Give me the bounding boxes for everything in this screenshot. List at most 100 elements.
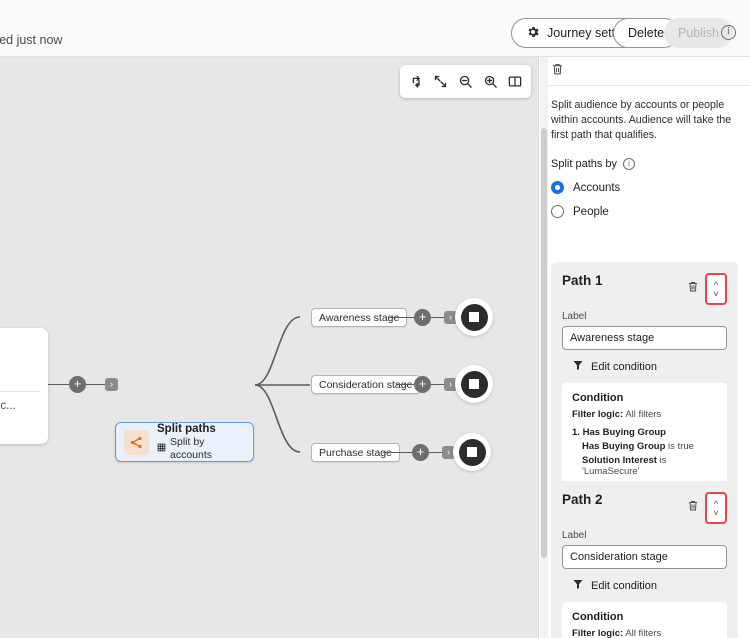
condition-title: Condition bbox=[572, 392, 624, 404]
condition-row-op: is bbox=[668, 441, 675, 452]
chevron-up-icon[interactable]: ^ bbox=[713, 279, 719, 290]
end-node[interactable] bbox=[453, 433, 491, 471]
split-paths-node[interactable]: Split paths Split by accounts bbox=[115, 422, 254, 462]
edit-condition-button[interactable]: Edit condition bbox=[572, 578, 727, 593]
add-step-button[interactable]: + bbox=[69, 376, 86, 393]
condition-box: Condition Filter logic: All filters 1. H… bbox=[562, 602, 727, 638]
stop-icon bbox=[460, 303, 488, 331]
publish-label: Publish bbox=[678, 26, 719, 40]
chevron-right-icon[interactable]: › bbox=[105, 378, 118, 391]
trash-icon[interactable] bbox=[687, 499, 699, 517]
panel-header bbox=[539, 57, 750, 86]
branch-pill-2[interactable]: Consideration stage bbox=[311, 375, 421, 394]
divider bbox=[0, 391, 40, 392]
fit-screen-icon[interactable] bbox=[430, 71, 452, 93]
gear-icon bbox=[526, 25, 540, 42]
filter-icon bbox=[572, 578, 584, 593]
path-label-caption: Label bbox=[562, 311, 587, 322]
path-label-input[interactable] bbox=[562, 545, 727, 569]
minimap-icon[interactable] bbox=[504, 71, 526, 93]
saved-status: aved just now bbox=[0, 33, 63, 47]
condition-row-value: 'LumaSecure' bbox=[582, 466, 640, 477]
reorder-path-control[interactable]: ^ ˅ bbox=[705, 492, 727, 524]
trash-icon[interactable] bbox=[551, 62, 564, 81]
end-node[interactable] bbox=[455, 298, 493, 336]
connector-line bbox=[383, 452, 412, 454]
add-step-button[interactable]: + bbox=[414, 376, 431, 393]
chevron-right-icon[interactable]: › bbox=[442, 446, 455, 459]
add-step-button[interactable]: + bbox=[412, 444, 429, 461]
path-card-header: Path 1 ^ ˅ bbox=[562, 273, 727, 305]
connector-line bbox=[396, 384, 414, 386]
panel-description: Split audience by accounts or people wit… bbox=[551, 99, 732, 142]
partial-card-line2: ent bbox=[0, 369, 40, 381]
chevron-right-icon[interactable]: › bbox=[444, 378, 457, 391]
delete-label: Delete bbox=[628, 26, 665, 40]
filter-logic-value: All filters bbox=[625, 628, 662, 638]
edit-condition-label: Edit condition bbox=[591, 579, 658, 592]
split-paths-by-row: Split paths by i bbox=[551, 158, 738, 171]
path-actions: ^ ˅ bbox=[687, 492, 727, 524]
radio-accounts-label: Accounts bbox=[573, 181, 621, 194]
edit-condition-label: Edit condition bbox=[591, 360, 658, 373]
condition-item-number: 1. bbox=[572, 427, 580, 438]
partial-node-card[interactable]: ring ent umaSec... bbox=[0, 328, 48, 444]
radio-button[interactable] bbox=[551, 205, 564, 219]
filter-logic-key: Filter logic: bbox=[572, 628, 624, 638]
condition-item: 1. Has Buying Group bbox=[572, 427, 717, 438]
condition-row-key: Has Buying Group bbox=[582, 441, 666, 452]
info-icon[interactable]: i bbox=[623, 158, 636, 171]
branch-pill-3[interactable]: Purchase stage bbox=[311, 443, 400, 462]
top-toolbar: aved just now Journey settings Delete Pu… bbox=[0, 0, 750, 57]
add-step-button[interactable]: + bbox=[414, 309, 431, 326]
filter-logic-key: Filter logic: bbox=[572, 409, 624, 420]
split-node-text: Split paths Split by accounts bbox=[157, 422, 245, 463]
radio-button[interactable] bbox=[551, 181, 564, 195]
condition-row-op: is bbox=[659, 455, 667, 466]
filter-logic-row: Filter logic: All filters bbox=[572, 628, 717, 638]
path-title: Path 2 bbox=[562, 492, 603, 507]
reorder-path-control[interactable]: ^ ˅ bbox=[705, 273, 727, 305]
chevron-up-icon[interactable]: ^ bbox=[713, 498, 719, 509]
partial-card-line3: umaSec... bbox=[0, 400, 16, 412]
filter-logic-value: All filters bbox=[625, 409, 662, 420]
split-node-subtitle: Split by accounts bbox=[157, 436, 245, 462]
path-label-input[interactable] bbox=[562, 326, 727, 350]
stop-icon bbox=[458, 438, 486, 466]
path-label-caption: Label bbox=[562, 530, 587, 541]
branch-connectors bbox=[254, 316, 310, 453]
split-node-title: Split paths bbox=[157, 422, 216, 435]
connector-line bbox=[431, 317, 445, 319]
radio-people[interactable]: People bbox=[551, 205, 738, 219]
condition-item-name: Has Buying Group bbox=[582, 427, 666, 438]
trash-icon[interactable] bbox=[687, 280, 699, 298]
split-paths-by-label: Split paths by bbox=[551, 158, 618, 171]
end-node[interactable] bbox=[455, 365, 493, 403]
filter-logic-row: Filter logic: All filters bbox=[572, 409, 717, 420]
chevron-right-icon[interactable]: › bbox=[444, 311, 457, 324]
zoom-in-icon[interactable] bbox=[479, 71, 501, 93]
edit-condition-button[interactable]: Edit condition bbox=[572, 359, 727, 374]
connector-line bbox=[429, 452, 443, 454]
canvas-toolbar bbox=[400, 65, 531, 98]
zoom-out-icon[interactable] bbox=[454, 71, 476, 93]
path-card-2: Path 2 ^ ˅ Label Edit condition bbox=[551, 481, 738, 638]
radio-people-label: People bbox=[573, 205, 609, 218]
chevron-down-icon[interactable]: ˅ bbox=[713, 507, 719, 518]
journey-canvas[interactable]: ring ent umaSec... + › Split paths bbox=[0, 57, 538, 638]
branch-pill-1[interactable]: Awareness stage bbox=[311, 308, 408, 327]
redo-icon[interactable] bbox=[405, 71, 427, 93]
grid-icon bbox=[157, 443, 166, 456]
split-icon bbox=[124, 429, 149, 455]
info-icon[interactable]: i bbox=[721, 25, 736, 40]
condition-row-value: true bbox=[677, 441, 694, 452]
radio-accounts[interactable]: Accounts bbox=[551, 181, 738, 195]
panel-body: Split audience by accounts or people wit… bbox=[539, 86, 750, 219]
condition-row: Has Buying Group is true bbox=[582, 441, 717, 452]
chevron-down-icon[interactable]: ˅ bbox=[713, 288, 719, 299]
path-actions: ^ ˅ bbox=[687, 273, 727, 305]
condition-row: Solution Interest is 'LumaSecure' bbox=[582, 455, 717, 477]
connector-line bbox=[388, 317, 414, 319]
panel-scrollbar-thumb[interactable] bbox=[541, 128, 547, 558]
